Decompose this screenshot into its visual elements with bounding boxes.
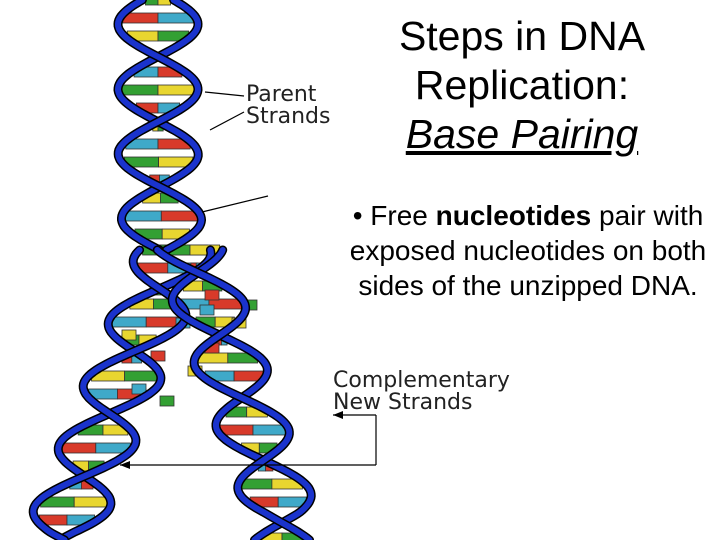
parent-rung-base	[157, 0, 171, 6]
left-daughter-strand-a	[55, 247, 214, 540]
parent-strand-b	[114, 0, 205, 253]
parent-pointer-line	[201, 195, 269, 213]
base-pair-rungs	[38, 0, 307, 540]
bullet-marker: •	[352, 200, 363, 231]
complementary-label-line-2: New Strands	[333, 390, 473, 415]
parent-rung-base	[160, 210, 199, 222]
parent-rung-base	[120, 84, 159, 96]
label-pointers	[120, 91, 377, 469]
free-nucleotide	[204, 289, 220, 301]
parent-pointer-line	[209, 111, 245, 131]
left-daughter-rung-base	[124, 370, 159, 382]
dna-backbones	[28, 0, 316, 540]
title-line-1: Steps in DNA	[398, 13, 646, 59]
parent-strand-a	[114, 0, 202, 253]
left-daughter-rung-base	[73, 496, 109, 508]
parent-strands-label: Parent Strands	[246, 84, 331, 128]
pointer-arrowhead	[120, 461, 130, 469]
complementary-strands-label: Complementary New Strands	[333, 370, 510, 414]
pointer-arrowhead	[333, 411, 343, 419]
title-line-2: Replication:	[414, 62, 630, 108]
left-daughter-rung-base	[111, 316, 147, 328]
complementary-label-line-1: Complementary	[333, 368, 510, 393]
slide-title: Steps in DNA Replication: Base Pairing	[372, 12, 672, 159]
free-nucleotide	[131, 383, 147, 395]
parent-label-line-1: Parent	[246, 82, 317, 107]
bullet-text-start: Free	[370, 200, 436, 231]
parent-pointer-line	[204, 91, 245, 97]
left-daughter-rung-base	[60, 442, 97, 454]
free-nucleotide	[121, 329, 137, 341]
parent-rung-base	[145, 0, 159, 6]
bullet-text-end: pair with exposed nucleotides on both si…	[349, 200, 707, 301]
parent-rung-base	[124, 210, 162, 222]
free-nucleotide	[199, 304, 215, 316]
right-daughter-strand-b	[154, 247, 313, 540]
bullet-point: • Free nucleotides pair with exposed nuc…	[340, 198, 716, 303]
title-subtitle: Base Pairing	[405, 111, 639, 157]
parent-rung-base	[157, 84, 196, 96]
free-nucleotide	[159, 395, 175, 407]
right-daughter-rung-base	[241, 478, 273, 490]
parent-label-line-2: Strands	[246, 104, 331, 129]
bullet-keyword: nucleotides	[435, 200, 592, 231]
right-daughter-rung-base	[252, 424, 287, 436]
free-nucleotide	[150, 350, 166, 362]
